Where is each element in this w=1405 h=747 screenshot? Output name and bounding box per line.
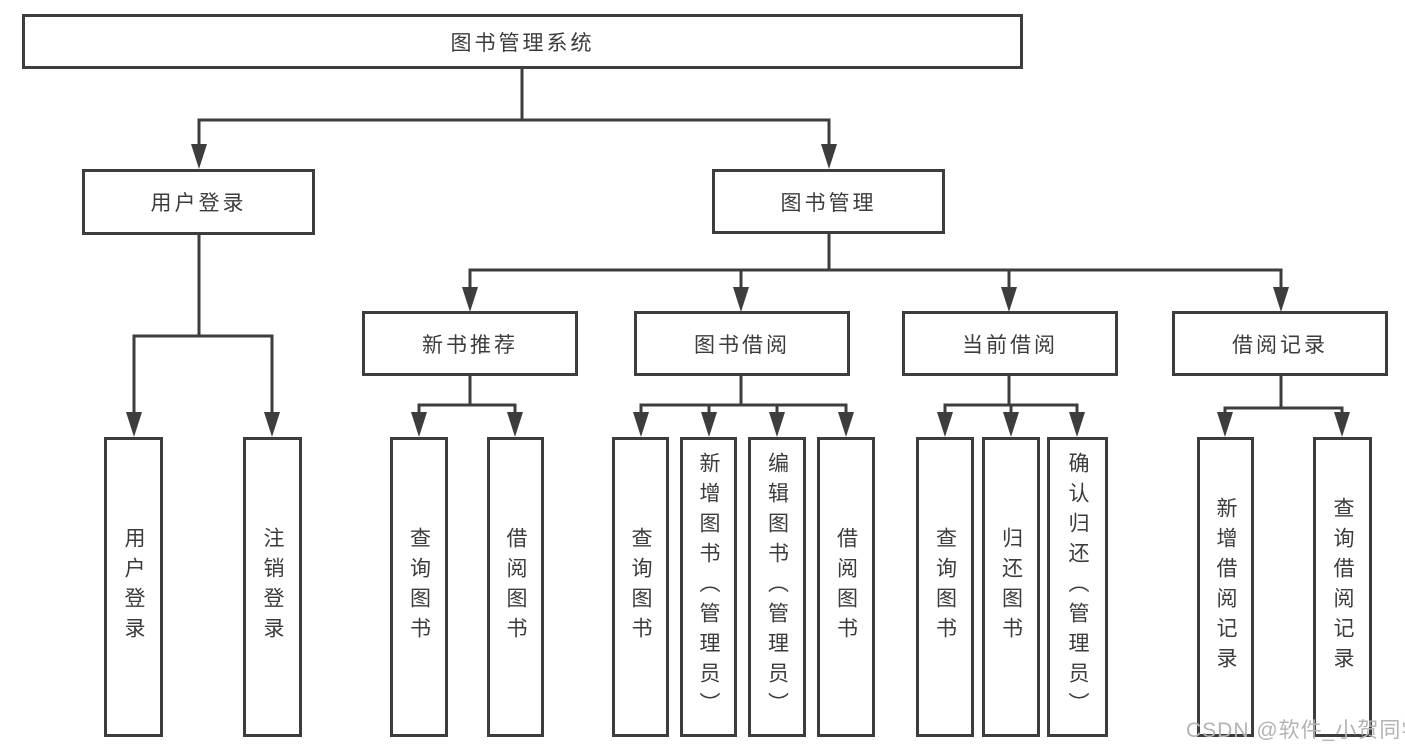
node-label: 注销登录 [261, 527, 284, 647]
leaf-user-login: 用户登录 [104, 437, 163, 737]
node-label: 查询图书 [933, 527, 957, 647]
node-label: 确认归还（管理员） [1066, 452, 1089, 722]
leaf-add-books-admin: 新增图书（管理员） [680, 437, 737, 737]
leaf-query-books-recommend: 查询图书 [390, 437, 448, 737]
node-book-borrowing: 图书借阅 [634, 311, 850, 376]
leaf-return-books: 归还图书 [982, 437, 1040, 737]
node-new-book-recommendation: 新书推荐 [362, 311, 578, 376]
node-label: 借阅记录 [1232, 333, 1328, 357]
node-library-management-system: 图书管理系统 [22, 14, 1023, 69]
leaf-borrow-books-recommend: 借阅图书 [487, 437, 544, 737]
node-user-login: 用户登录 [82, 169, 315, 235]
node-label: 归还图书 [999, 527, 1023, 647]
node-borrowing-records: 借阅记录 [1172, 311, 1388, 376]
node-current-borrowing: 当前借阅 [902, 311, 1118, 376]
node-book-management: 图书管理 [712, 169, 945, 234]
node-label: 图书管理 [780, 191, 877, 215]
node-label: 当前借阅 [962, 333, 1058, 357]
node-label: 用户登录 [122, 527, 145, 647]
leaf-query-borrow-record: 查询借阅记录 [1313, 437, 1372, 737]
node-label: 新增借阅记录 [1214, 497, 1237, 677]
node-label: 编辑图书（管理员） [765, 452, 789, 722]
leaf-borrow-books: 借阅图书 [817, 437, 875, 737]
node-label: 查询图书 [407, 527, 431, 647]
leaf-query-books-current: 查询图书 [916, 437, 974, 737]
node-label: 借阅图书 [504, 527, 527, 647]
leaf-query-books-borrow: 查询图书 [612, 437, 669, 737]
node-label: 图书借阅 [694, 333, 790, 357]
node-label: 图书管理系统 [450, 31, 595, 55]
node-label: 用户登录 [150, 192, 247, 215]
node-label: 新增图书（管理员） [697, 452, 720, 722]
leaf-edit-books-admin: 编辑图书（管理员） [748, 437, 806, 737]
csdn-watermark: CSDN @软件_小贺同学 [1186, 719, 1405, 742]
node-label: 查询借阅记录 [1331, 497, 1354, 677]
node-label: 借阅图书 [834, 527, 858, 647]
leaf-logout: 注销登录 [243, 437, 302, 737]
leaf-add-borrow-record: 新增借阅记录 [1197, 437, 1254, 737]
leaf-confirm-return-admin: 确认归还（管理员） [1047, 437, 1108, 737]
node-label: 新书推荐 [422, 333, 518, 357]
arrowheads [126, 144, 1350, 437]
node-label: 查询图书 [629, 527, 652, 647]
